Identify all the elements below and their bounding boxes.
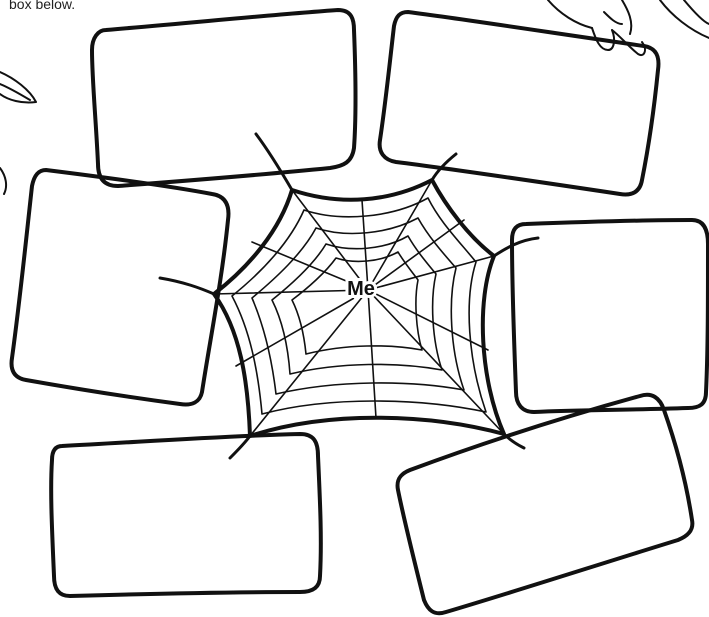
answer-box-bottom-right[interactable] [398, 395, 693, 613]
center-label: Me [347, 278, 375, 300]
leaf-icon [0, 72, 36, 194]
spider-web [214, 180, 504, 436]
answer-box-middle-right[interactable] [512, 220, 708, 412]
answer-box-bottom-left[interactable] [51, 434, 321, 596]
answer-box-top-right[interactable] [380, 12, 659, 194]
answer-box-top-left[interactable] [92, 10, 356, 186]
spider-icon [548, 0, 709, 55]
